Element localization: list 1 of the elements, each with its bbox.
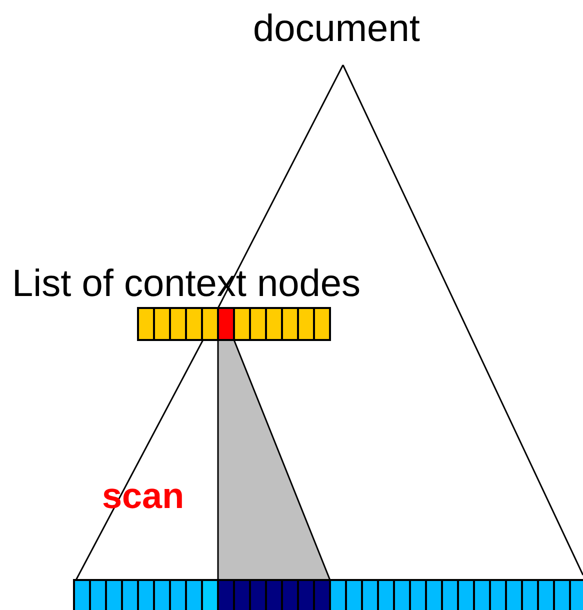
root-label: document	[253, 10, 420, 48]
